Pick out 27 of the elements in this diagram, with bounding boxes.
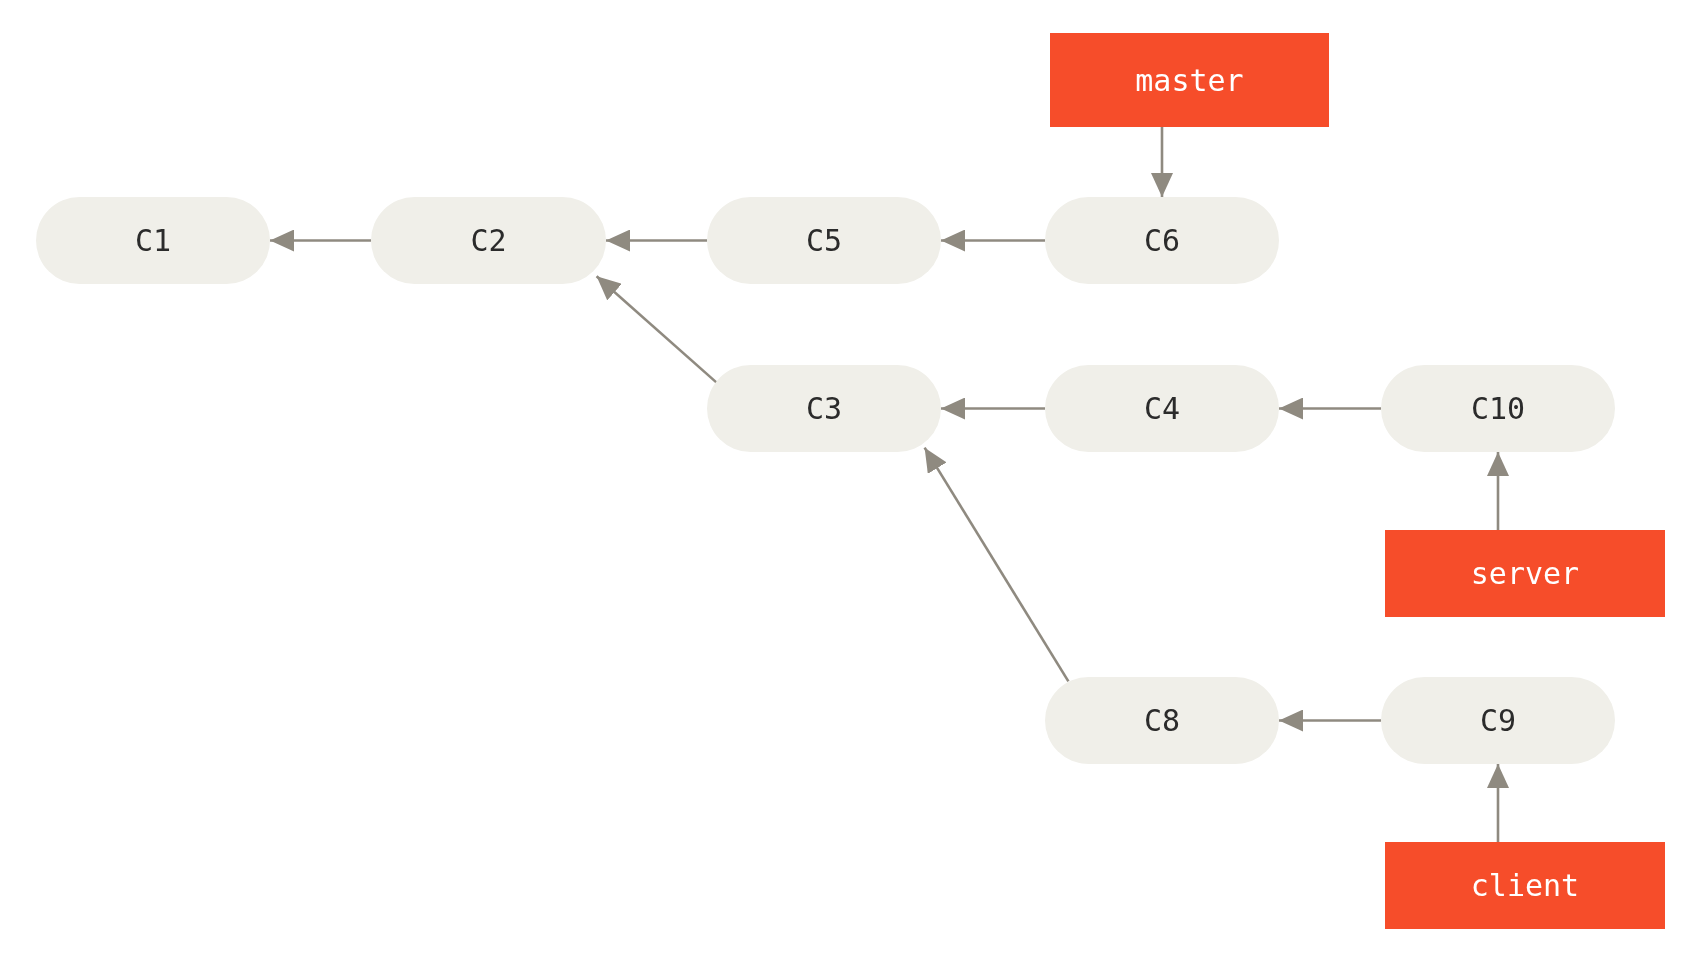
arrow [1151,127,1173,197]
node-text: C10 [1470,391,1526,426]
node-text: C6 [1143,223,1181,258]
arrow [923,446,1070,683]
node-text: server [1470,556,1580,591]
branch-label [1050,33,1329,127]
arrow [941,229,1045,252]
node-text: C8 [1143,703,1181,738]
node-text: C4 [1143,391,1181,426]
arrow [270,229,371,252]
branch-label [1385,842,1665,929]
node-text: C9 [1479,703,1517,738]
branch-label [1385,530,1665,617]
node-text: C3 [805,391,843,426]
arrow [595,275,718,384]
arrow [1487,764,1509,842]
arrow [606,229,707,252]
arrow [941,397,1045,420]
arrow [1279,709,1381,732]
node-text: master [1135,62,1244,98]
node-text: C2 [470,223,507,258]
commit-pill [707,365,941,452]
node-text: C1 [134,223,172,258]
arrow [1279,397,1381,420]
node-text: client [1470,868,1580,903]
node-text: C5 [805,223,843,258]
arrow [1487,452,1509,530]
